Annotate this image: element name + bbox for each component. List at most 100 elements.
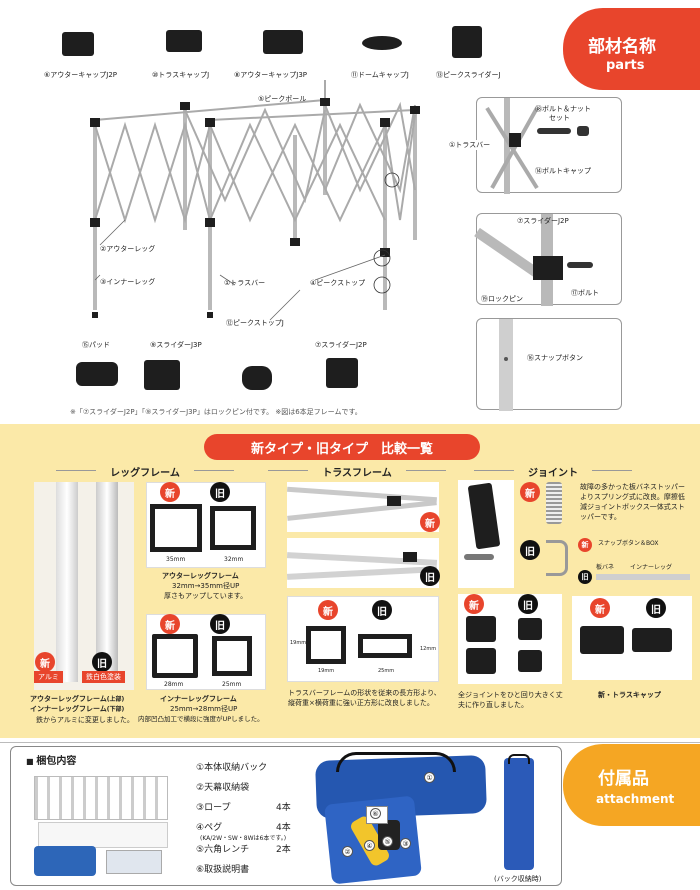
package-contents-photo bbox=[26, 766, 176, 878]
inner-new-dim: 28mm bbox=[164, 681, 184, 688]
label-truss-bar: ①トラスバー bbox=[224, 279, 266, 287]
truss-old-h: 12mm bbox=[420, 646, 437, 652]
label-pad: ⑮パッド bbox=[82, 341, 110, 349]
label-peak-stop-j: ⑫ピークストップJ bbox=[226, 319, 284, 327]
outer-new-badge: 新 bbox=[160, 482, 180, 502]
outer-cap-j2p-image bbox=[62, 32, 94, 56]
bag-label-5: ⑤ bbox=[382, 836, 393, 847]
peak-stop-j-image bbox=[242, 366, 272, 390]
bag-label-1: ① bbox=[424, 772, 435, 783]
leaf-spring-icon bbox=[546, 540, 568, 576]
spring-icon bbox=[546, 482, 562, 524]
frame-note: ※「⑦スライダーJ2P」「⑨スライダーJ3P」はロックピン付です。 ※図は6本足… bbox=[70, 408, 362, 416]
truss-desc: トラスバーフレームの形状を従来の長方形より、縦荷重×横荷重に強い正方形に改良しま… bbox=[288, 689, 441, 707]
inner-old-section bbox=[212, 636, 252, 676]
label-peak-pole: ⑤ピークポール bbox=[258, 95, 307, 103]
leg-frame-title: レッグフレーム bbox=[56, 464, 234, 479]
leg-old-badge: 旧 bbox=[92, 652, 112, 672]
package-title: ■ 梱包内容 bbox=[26, 756, 77, 767]
callout-bolt-cap-label: ⑭ボルトキャップ bbox=[535, 167, 591, 175]
truss-new-badge: 新 bbox=[420, 512, 440, 532]
label-peak-slider-j: ⑬ピークスライダーJ bbox=[436, 71, 501, 79]
joint-new-piece-2 bbox=[466, 648, 496, 674]
leg-steel-tag: 鉄白色塗装 bbox=[82, 671, 125, 683]
joint-leaf-old-badge: 旧 bbox=[520, 540, 540, 560]
joint-snap-new-badge: 新 bbox=[578, 538, 592, 552]
compare-title: 新タイプ・旧タイプ 比較一覧 bbox=[204, 434, 480, 460]
joint-pieces-new-badge: 新 bbox=[464, 594, 484, 614]
bag-label-4: ④ bbox=[364, 840, 375, 851]
outer-new-section bbox=[150, 504, 202, 552]
joint-snap-box-label: スナップボタン＆BOX bbox=[598, 540, 659, 547]
joint-old-piece-1 bbox=[518, 618, 542, 640]
inner-new-badge: 新 bbox=[160, 614, 180, 634]
inner-old-badge: 旧 bbox=[210, 614, 230, 634]
callout-slider-label: ⑦スライダーJ2P bbox=[517, 217, 569, 225]
pad-image bbox=[76, 362, 118, 386]
label-slider-j3p: ⑨スライダーJ3P bbox=[150, 341, 202, 349]
package-peg-note: (KA/2W・SW・8Wは6本です。) bbox=[200, 835, 287, 842]
bag-label-6: ⑥ bbox=[370, 808, 381, 819]
inner-new-section bbox=[152, 634, 198, 678]
joint-title: ジョイント bbox=[474, 464, 632, 479]
truss-new-section bbox=[306, 626, 346, 664]
outer-title: アウターレッグフレーム bbox=[162, 572, 239, 580]
joint-desc: 故障の多かった板バネストッパーよりスプリング式に改良。摩擦低減ジョイントボックス… bbox=[580, 483, 685, 521]
package-divider bbox=[0, 742, 700, 743]
joint-pieces-desc: 全ジョイントをひと回り大きく丈夫に作り直しました。 bbox=[458, 691, 563, 709]
truss-sec-new-badge: 新 bbox=[318, 600, 338, 620]
callout-lockpin-label: ⑲ロックピン bbox=[481, 295, 523, 303]
label-inner-leg: ③インナーレッグ bbox=[100, 278, 156, 286]
callout-snap-label: ⑯スナップボタン bbox=[527, 354, 583, 362]
callout-bolt-label: ⑰ボルト bbox=[571, 289, 599, 297]
package-item-1: ①本体収納バック bbox=[196, 763, 268, 773]
truss-old-photo bbox=[286, 538, 439, 588]
truss-cap-label: 新・トラスキャップ bbox=[598, 691, 661, 699]
leg-new-badge: 新 bbox=[35, 652, 55, 672]
callout-snap-button: ⑯スナップボタン bbox=[476, 318, 622, 411]
leg-caption-2: インナーレッグフレーム(下部) bbox=[30, 705, 125, 713]
outer-new-dim: 35mm bbox=[166, 556, 186, 563]
bag-label-2: ② bbox=[342, 846, 353, 857]
label-outer-cap-j2p: ⑥アウターキャップJ2P bbox=[44, 71, 118, 79]
package-item-4: ④ペグ bbox=[196, 823, 223, 833]
package-qty-4: 4本 bbox=[276, 823, 291, 833]
bag-stored-note: (バック収納時) bbox=[494, 875, 542, 883]
outer-old-badge: 旧 bbox=[210, 482, 230, 502]
truss-new-h: 19mm bbox=[290, 640, 307, 646]
joint-leaf-label: 板バネ bbox=[596, 564, 615, 571]
label-outer-leg: ②アウターレッグ bbox=[100, 245, 156, 253]
joint-old-piece-2 bbox=[518, 650, 542, 672]
joint-inner-bar bbox=[596, 574, 690, 580]
parts-header-title: 部材名称 bbox=[588, 37, 656, 57]
callout-bolt-nut-label: ⑱ボルト＆ナット bbox=[535, 105, 591, 113]
truss-frame-title: トラスフレーム bbox=[268, 464, 446, 479]
slider-j3p-image bbox=[144, 360, 180, 390]
inner-old-dim: 25mm bbox=[222, 681, 242, 688]
package-item-5: ⑤六角レンチ bbox=[196, 845, 250, 855]
leg-desc: 鉄からアルミに変更しました。 bbox=[36, 716, 134, 724]
truss-new-photo bbox=[287, 482, 439, 532]
joint-leaf-old-badge-2: 旧 bbox=[578, 570, 592, 584]
joint-pieces-old-badge: 旧 bbox=[518, 594, 538, 614]
package-qty-3: 4本 bbox=[276, 803, 291, 813]
inner-desc-1: 25mm→28mm径UP bbox=[170, 705, 238, 713]
outer-old-dim: 32mm bbox=[224, 556, 244, 563]
leg-alu-tag: アルミ bbox=[34, 671, 63, 683]
inner-desc-2: 内部凹凸加工で横段に強度がUPしました。 bbox=[138, 715, 264, 723]
label-truss-cap-j: ⑩トラスキャップJ bbox=[152, 71, 210, 79]
package-section bbox=[10, 746, 562, 886]
joint-new-piece-1 bbox=[466, 616, 496, 642]
truss-cap-old-piece bbox=[632, 628, 672, 652]
label-dome-cap-j: ⑪ドームキャップJ bbox=[351, 71, 409, 79]
stored-bag-strap bbox=[508, 754, 530, 764]
parts-header-subtitle: parts bbox=[606, 58, 645, 73]
package-item-6: ⑥取扱説明書 bbox=[196, 865, 250, 875]
leg-caption-1: アウターレッグフレーム(上部) bbox=[30, 695, 125, 703]
peak-slider-j-image bbox=[452, 26, 482, 58]
truss-old-w: 25mm bbox=[378, 668, 395, 674]
joint-stopper-photo bbox=[458, 480, 514, 588]
frame-diagram bbox=[90, 80, 420, 321]
inner-title: インナーレッグフレーム bbox=[160, 695, 237, 703]
truss-cap-old-badge: 旧 bbox=[646, 598, 666, 618]
